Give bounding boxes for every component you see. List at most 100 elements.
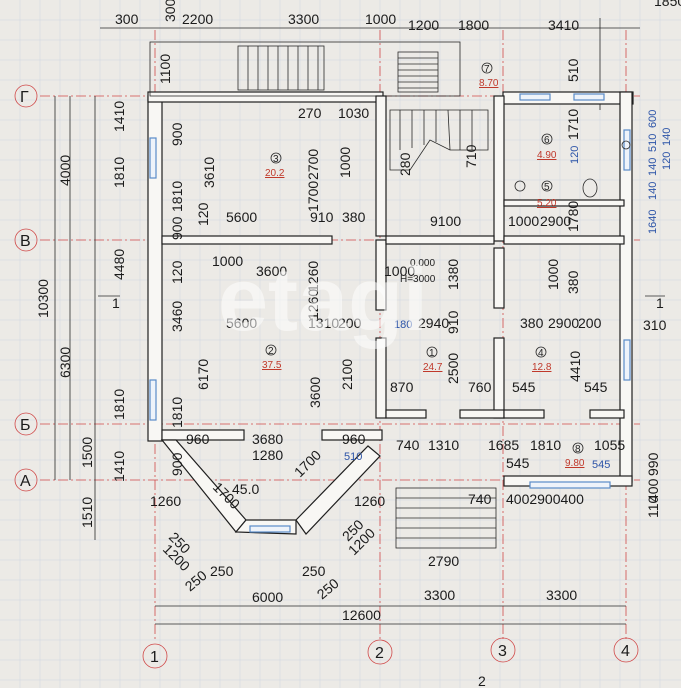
- level-mark-height: H=3000: [400, 274, 436, 285]
- dim-inner: 960: [186, 431, 210, 447]
- axis-label-2: 2: [375, 645, 384, 662]
- dim-inner: 1810: [169, 181, 185, 212]
- dim-inner: 3300: [546, 587, 577, 603]
- dim-inner: 600: [647, 110, 659, 128]
- dim-inner: 110: [645, 495, 661, 518]
- dim-inner: 910: [445, 310, 461, 334]
- room-area-8: 9.80: [565, 458, 585, 469]
- dim-inner: 1810: [530, 437, 561, 453]
- dim-left-inner-4: 1500: [79, 437, 95, 468]
- dim-inner: 5600: [226, 315, 257, 331]
- dim-left-outer-1: 6300: [57, 347, 73, 378]
- dim-inner: 270: [298, 105, 322, 121]
- dim-inner: 1000: [384, 263, 415, 279]
- dim-inner: 1685: [488, 437, 519, 453]
- dim-inner: 545: [584, 379, 608, 395]
- dim-inner: 2700: [305, 149, 321, 180]
- room-area-3: 20.2: [265, 168, 285, 179]
- dim-inner: 250: [182, 567, 210, 594]
- dim-inner: 45.0: [232, 481, 259, 497]
- dim-inner: 3610: [201, 157, 217, 188]
- dim-inner: 510: [647, 134, 659, 152]
- dim-inner: 250: [210, 563, 234, 579]
- dim-inner: 1260: [354, 493, 385, 509]
- dim-top-1: 2200: [182, 11, 213, 27]
- dim-top-4: 1200: [408, 17, 439, 33]
- dim-inner: 250: [314, 575, 342, 602]
- top-dimensions: 300 2200 3300 1000 1200 1800 3410 300 11…: [115, 0, 579, 84]
- room-area-7: 8.70: [479, 78, 499, 89]
- dim-top-5: 1800: [458, 17, 489, 33]
- walls: [98, 41, 665, 549]
- dim-inner: 1310: [308, 315, 339, 331]
- dim-inner: 200: [338, 315, 362, 331]
- dim-inner: 200: [578, 315, 602, 331]
- dim-inner: 9100: [430, 213, 461, 229]
- dim-inner: 3680: [252, 431, 283, 447]
- dim-inner: 180: [394, 319, 412, 331]
- dim-inner: 400: [645, 478, 661, 502]
- dim-inner: 545: [512, 379, 536, 395]
- dim-inner: 380: [520, 315, 544, 331]
- dim-inner: 280: [397, 152, 413, 176]
- dim-inner: 1055: [594, 437, 625, 453]
- dim-inner: 760: [468, 379, 492, 395]
- room-labels: 3 20.2 2 37.5 1 24.7 4 12.8 5 5.20 6 4.9…: [262, 62, 585, 469]
- dim-left-total: 10300: [35, 279, 51, 318]
- dim-left-inner-6: 1510: [79, 497, 95, 528]
- dim-top-6: 3410: [548, 17, 579, 33]
- dim-left-inner-5: 1410: [111, 451, 127, 482]
- dim-inner: 1000: [545, 259, 561, 290]
- dim-inner: 140: [647, 182, 659, 200]
- room-area-6: 4.90: [537, 150, 557, 161]
- room-num-2: 2: [268, 346, 274, 357]
- dim-inner: 380: [565, 270, 581, 294]
- level-mark-value: 0.000: [410, 258, 435, 269]
- col-axis-markers: 1 2 3 4: [142, 637, 639, 669]
- room-num-4: 4: [538, 348, 544, 359]
- dim-inner: 120: [169, 260, 185, 284]
- dim-inner: 140: [661, 128, 673, 146]
- dim-inner: 740: [468, 491, 492, 507]
- room-num-8: 8: [575, 444, 581, 455]
- dim-left-inner-2: 4480: [111, 249, 127, 280]
- axis-label-1: 1: [150, 649, 159, 666]
- dim-top-2: 3300: [288, 11, 319, 27]
- dim-inner: 1260: [305, 289, 321, 320]
- room-num-1: 1: [429, 348, 435, 359]
- dim-inner: 1280: [252, 447, 283, 463]
- dim-inner: 1700: [305, 181, 321, 212]
- dim-inner: 545: [506, 455, 530, 471]
- dim-inner: 510: [344, 451, 362, 463]
- dim-inner: 1000: [508, 213, 539, 229]
- dim-inner: 1000: [212, 253, 243, 269]
- dim-inner: 2100: [339, 359, 355, 390]
- dim-inner: 5600: [226, 209, 257, 225]
- dim-inner: 910: [310, 209, 334, 225]
- axis-label-a: А: [20, 473, 31, 490]
- dim-inner: 740: [396, 437, 420, 453]
- dim-inner: 1260: [305, 261, 321, 292]
- section-mark-left: 1: [112, 295, 120, 311]
- dim-inner: 2790: [428, 553, 459, 569]
- row-axis-markers: Г В Б А: [14, 84, 38, 492]
- dim-inner: 12600: [342, 607, 381, 623]
- dim-inner: 900: [169, 122, 185, 146]
- dim-inner: 1780: [565, 201, 581, 232]
- dim-inner: 1310: [428, 437, 459, 453]
- dim-inner: 1260: [150, 493, 181, 509]
- dim-inner: 120: [569, 146, 581, 164]
- dim-inner: 990: [645, 452, 661, 476]
- room-num-7: 7: [484, 64, 490, 75]
- watermark: etagi: [218, 250, 428, 350]
- dim-inner: 380: [342, 209, 366, 225]
- dim-inner: 310: [643, 317, 667, 333]
- dim-inner: 120: [661, 152, 673, 170]
- dim-inner: 870: [390, 379, 414, 395]
- dim-inner: 6000: [252, 589, 283, 605]
- room-area-2: 37.5: [262, 360, 282, 371]
- dim-inner: 1710: [565, 109, 581, 140]
- dim-inner: 2900: [540, 213, 571, 229]
- dim-top-3: 1000: [365, 11, 396, 27]
